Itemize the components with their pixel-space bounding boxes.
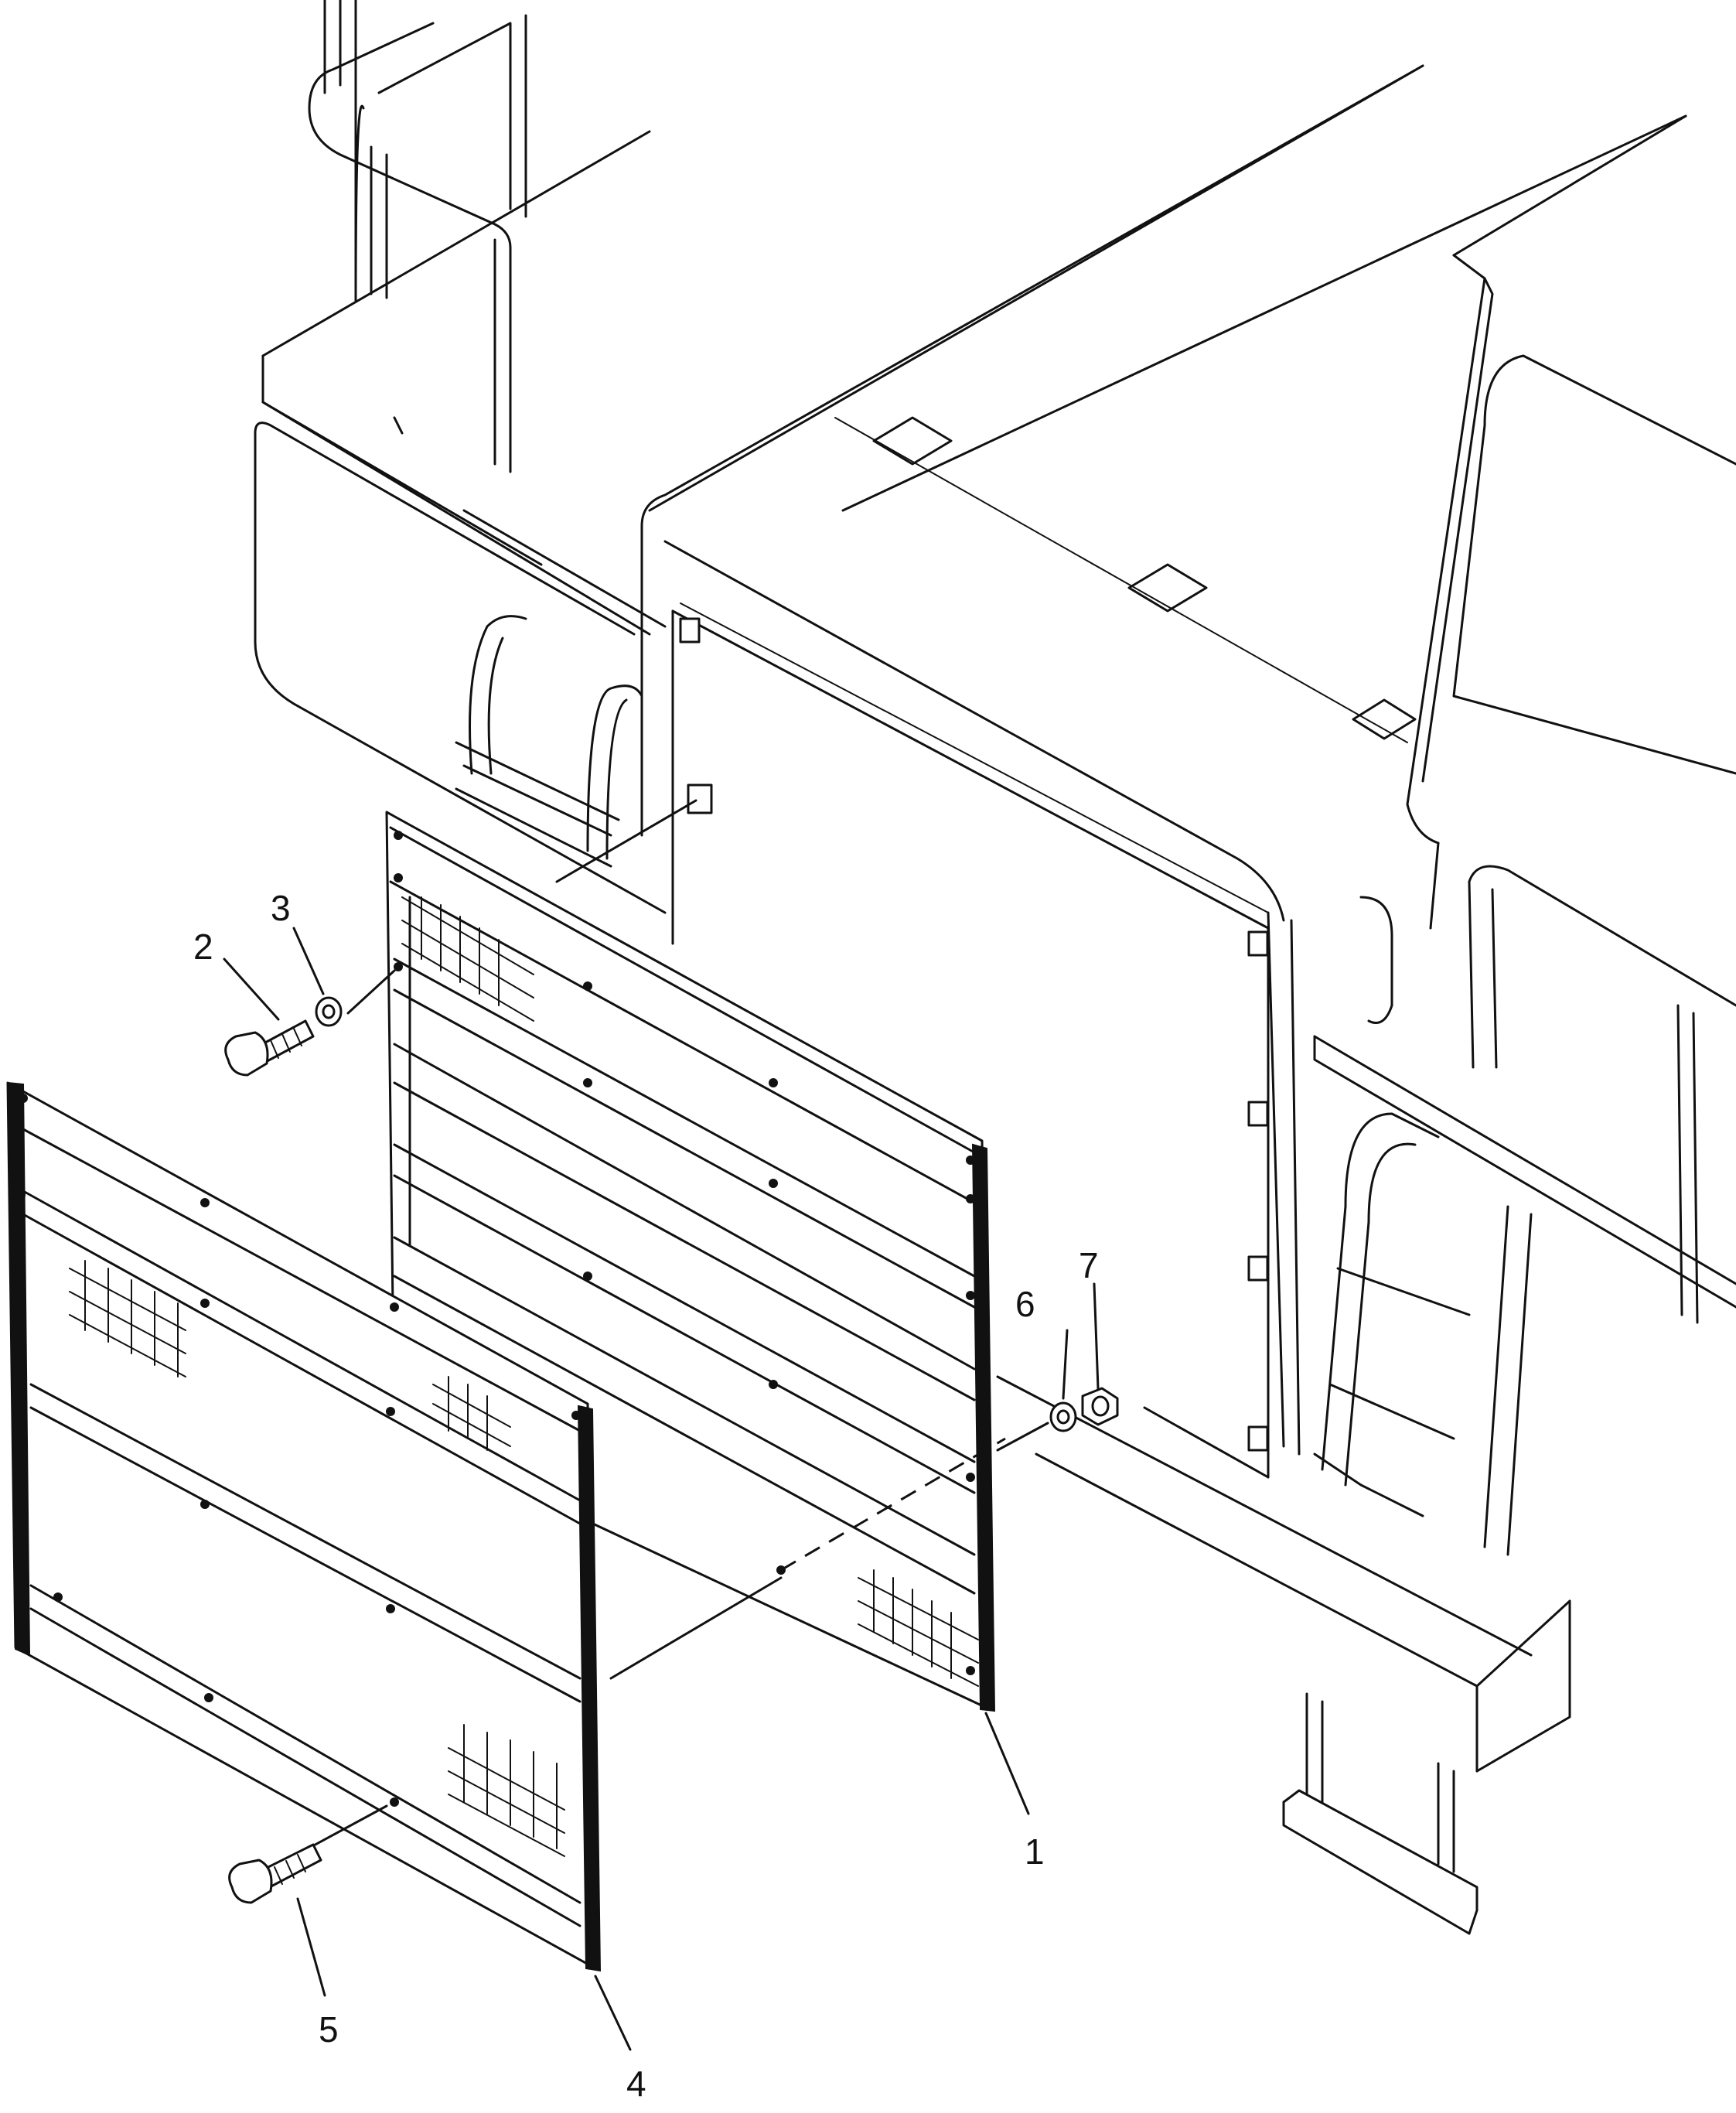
callout-labels: 1 2 3 4 5 6 7: [193, 888, 1099, 2104]
lower-bolt: [228, 1843, 322, 1904]
callout-leaders: [223, 927, 1100, 2051]
nut: [1081, 1387, 1119, 1426]
callout-7: 7: [1079, 1245, 1099, 1285]
washer: [1049, 1401, 1077, 1432]
callout-5: 5: [319, 2009, 339, 2050]
upper-bolt: [224, 1019, 315, 1077]
callout-4: 4: [626, 2064, 646, 2104]
callout-3: 3: [271, 888, 291, 928]
machine-body: [254, 0, 1736, 1935]
callout-2: 2: [193, 927, 213, 967]
callout-1: 1: [1025, 1831, 1045, 1872]
upper-washer: [315, 996, 343, 1027]
callout-6: 6: [1015, 1284, 1035, 1324]
front-cover-panel: [6, 1081, 602, 1972]
